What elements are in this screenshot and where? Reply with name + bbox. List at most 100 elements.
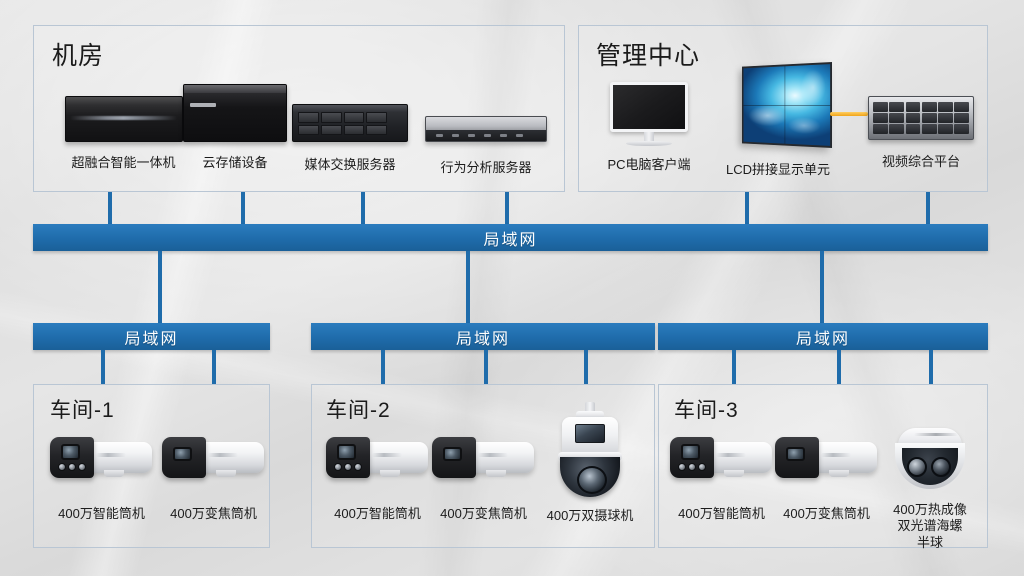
workshop-3-title: 车间-3 — [674, 399, 739, 422]
connector-branch3-cam-1 — [732, 350, 736, 384]
camera-label-line1: 400万热成像 — [893, 502, 967, 517]
camera-head — [325, 437, 370, 478]
ptz-dual-lens-dome-icon — [554, 402, 626, 498]
connector-branch1-cam-1 — [101, 350, 105, 384]
fiber-patch-cord-icon — [830, 112, 868, 116]
cloud-storage-device-icon — [183, 84, 287, 142]
branch-lan-bar-2[interactable]: 局域网 — [311, 323, 655, 350]
behavior-analysis-server-icon — [425, 116, 547, 142]
camera-label: 400万变焦筒机 — [783, 506, 870, 521]
device-behavior-analysis-server[interactable]: 行为分析服务器 — [425, 116, 547, 176]
bullet-camera-zoom-icon — [431, 432, 536, 484]
hyperconverged-appliance-icon — [64, 96, 183, 142]
camera-w2-ptz-dome[interactable]: 400万双摄球机 — [540, 402, 640, 524]
branch-lan-bar-3[interactable]: 局域网 — [658, 323, 988, 350]
camera-w2-zoom-bullet[interactable]: 400万变焦筒机 — [430, 432, 537, 522]
connector-branch2-cam-3 — [584, 350, 588, 384]
server-front-face — [426, 129, 546, 141]
device-lcd-video-wall[interactable]: LCD拼接显示单元 — [718, 62, 838, 178]
camera-lens-icon — [442, 447, 462, 461]
backbone-lan-label: 局域网 — [483, 231, 538, 249]
device-pc-client[interactable]: PC电脑客户端 — [603, 82, 695, 173]
connector-branch2-cam-2 — [484, 350, 488, 384]
device-label: 媒体交换服务器 — [304, 157, 396, 172]
device-label: 云存储设备 — [202, 155, 268, 170]
camera-lens-icon — [785, 447, 805, 461]
camera-ir-leds — [57, 463, 86, 471]
camera-lens-icon — [336, 444, 356, 460]
camera-bracket — [103, 470, 124, 477]
device-label: LCD拼接显示单元 — [725, 162, 830, 177]
monitor-screen — [610, 82, 688, 132]
connector-management-center-1 — [745, 192, 749, 224]
camera-ir-leds — [677, 463, 706, 471]
device-cloud-storage[interactable]: 云存储设备 — [183, 84, 287, 171]
connector-server-room-3 — [361, 192, 365, 224]
connector-branch2-cam-1 — [381, 350, 385, 384]
bullet-camera-zoom-icon — [774, 432, 879, 484]
branch-lan-label: 局域网 — [795, 330, 850, 348]
ptz-collar — [558, 452, 622, 461]
device-label: 视频综合平台 — [881, 154, 960, 169]
camera-label: 400万智能筒机 — [678, 506, 765, 521]
camera-label: 400万双摄球机 — [546, 508, 634, 523]
bullet-camera-smart-icon — [325, 432, 430, 484]
pc-client-monitor-icon — [610, 82, 688, 148]
connector-server-room-4 — [505, 192, 509, 224]
camera-w1-zoom-bullet[interactable]: 400万变焦筒机 — [160, 432, 267, 522]
connector-branch3-cam-3 — [929, 350, 933, 384]
connector-branch1-cam-2 — [212, 350, 216, 384]
camera-head — [49, 437, 94, 478]
camera-w3-zoom-bullet[interactable]: 400万变焦筒机 — [773, 432, 880, 522]
device-label: 超融合智能一体机 — [71, 155, 176, 170]
camera-label-line2: 双光谱海螺半球 — [897, 518, 963, 550]
bullet-camera-smart-icon — [669, 432, 774, 484]
camera-w2-smart-bullet[interactable]: 400万智能筒机 — [324, 432, 431, 522]
video-platform-chassis-icon — [868, 96, 974, 140]
camera-bracket — [215, 470, 236, 477]
camera-head — [431, 437, 476, 478]
thermal-dual-spectrum-turret-icon — [892, 428, 968, 490]
connector-branch3-cam-2 — [837, 350, 841, 384]
device-label: PC电脑客户端 — [607, 157, 691, 172]
media-exchange-server-icon — [292, 104, 408, 142]
workshop-1-title: 车间-1 — [50, 399, 115, 422]
device-video-platform[interactable]: 视频综合平台 — [866, 96, 976, 170]
device-hyperconverged-appliance[interactable]: 超融合智能一体机 — [60, 96, 187, 171]
drive-bays — [298, 112, 387, 135]
lcd-video-wall-icon — [742, 62, 832, 148]
camera-bracket — [379, 470, 400, 477]
camera-lens-icon — [172, 447, 192, 461]
camera-head — [774, 437, 819, 478]
camera-w3-smart-bullet[interactable]: 400万智能筒机 — [668, 432, 775, 522]
video-wall-seam — [743, 105, 831, 106]
platform-cards — [873, 102, 969, 134]
connector-server-room-1 — [108, 192, 112, 224]
camera-w1-smart-bullet[interactable]: 400万智能筒机 — [48, 432, 155, 522]
connector-management-center-2 — [926, 192, 930, 224]
ptz-neck — [576, 411, 604, 419]
connector-backbone-branch-2 — [466, 251, 470, 323]
camera-head — [669, 437, 714, 478]
device-media-exchange-server[interactable]: 媒体交换服务器 — [292, 104, 408, 173]
camera-lens-icon — [60, 444, 80, 460]
camera-label: 400万变焦筒机 — [170, 506, 257, 521]
monitor-base — [626, 141, 672, 146]
backbone-lan-bar[interactable]: 局域网 — [33, 224, 988, 251]
ptz-window-lens-icon — [575, 424, 605, 443]
bullet-camera-smart-icon — [49, 432, 154, 484]
device-label: 行为分析服务器 — [440, 160, 532, 175]
turret-vent — [914, 433, 958, 436]
thermal-lens-icon — [907, 457, 927, 477]
camera-head — [161, 437, 206, 478]
branch-lan-bar-1[interactable]: 局域网 — [33, 323, 270, 350]
camera-label: 400万变焦筒机 — [440, 506, 527, 521]
monitor-neck — [644, 132, 654, 141]
camera-lens-icon — [680, 444, 700, 460]
branch-lan-label: 局域网 — [455, 330, 510, 348]
optical-lens-icon — [931, 457, 951, 477]
camera-w3-thermal-turret[interactable]: 400万热成像 双光谱海螺半球 — [892, 428, 968, 551]
camera-ir-leds — [333, 463, 362, 471]
camera-label: 400万智能筒机 — [334, 506, 421, 521]
